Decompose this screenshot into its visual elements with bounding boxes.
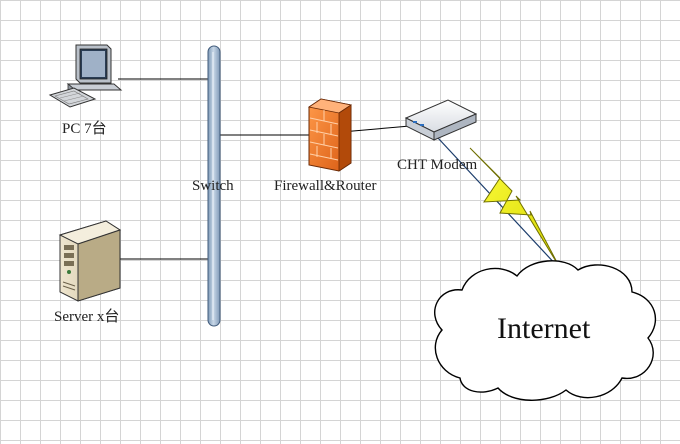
modem-icon[interactable] bbox=[404, 99, 478, 141]
server-label: Server x台 bbox=[54, 309, 120, 325]
server-icon[interactable] bbox=[58, 220, 122, 302]
internet-label: Internet bbox=[497, 312, 591, 345]
cht-modem-label: CHT Modem bbox=[397, 157, 478, 173]
firewall-router-label: Firewall&Router bbox=[274, 178, 377, 194]
switch-label: Switch bbox=[192, 178, 234, 194]
internet-cloud-icon[interactable] bbox=[434, 260, 657, 401]
pc-icon[interactable] bbox=[48, 44, 123, 108]
pc-label: PC 7台 bbox=[62, 121, 107, 137]
firewall-icon[interactable] bbox=[307, 98, 353, 172]
switch-bar[interactable] bbox=[207, 45, 221, 327]
lightning-bolt-icon bbox=[469, 147, 561, 269]
